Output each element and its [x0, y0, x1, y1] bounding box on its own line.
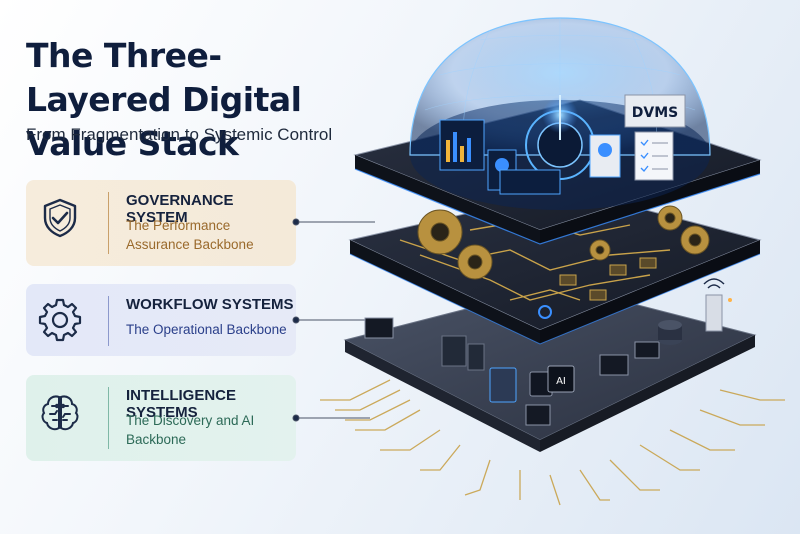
shield-check-icon	[43, 198, 77, 238]
workflow-subtitle: The Operational Backbone	[126, 322, 287, 337]
ai-chip-label: AI	[556, 376, 566, 387]
dashboard-screens	[439, 119, 621, 195]
gear-icon	[38, 298, 82, 342]
dvms-panel: DVMS	[624, 94, 686, 181]
intelligence-title: INTELLIGENCE SYSTEMS	[126, 387, 237, 421]
page-subtitle: From Fragmentation to Systemic Control	[26, 125, 333, 144]
intelligence-card: INTELLIGENCE SYSTEMS The Discovery and A…	[26, 375, 296, 461]
ai-chip: AI	[547, 365, 575, 393]
dvms-label: DVMS	[632, 105, 678, 121]
page-title: The Three-Layered Digital Value Stack	[26, 36, 302, 163]
workflow-nodes	[559, 257, 657, 301]
governance-card: GOVERNANCE SYSTEM The Performance Assura…	[26, 180, 296, 266]
circuit-traces	[320, 379, 785, 506]
card-divider	[108, 296, 109, 346]
workflow-title: WORKFLOW SYSTEMS	[126, 296, 294, 313]
intelligence-subtitle: The Discovery and AI Backbone	[126, 413, 255, 447]
workflow-card: WORKFLOW SYSTEMS The Operational Backbon…	[26, 284, 296, 356]
stack-illustration: AI	[292, 17, 785, 506]
gear-cluster	[417, 205, 710, 280]
card-divider	[108, 192, 109, 254]
governance-subtitle: The Performance Assurance Backbone	[126, 218, 254, 252]
base-components	[364, 278, 732, 426]
brain-icon	[41, 395, 79, 431]
card-divider	[108, 387, 109, 449]
governance-title: GOVERNANCE SYSTEM	[126, 192, 234, 226]
